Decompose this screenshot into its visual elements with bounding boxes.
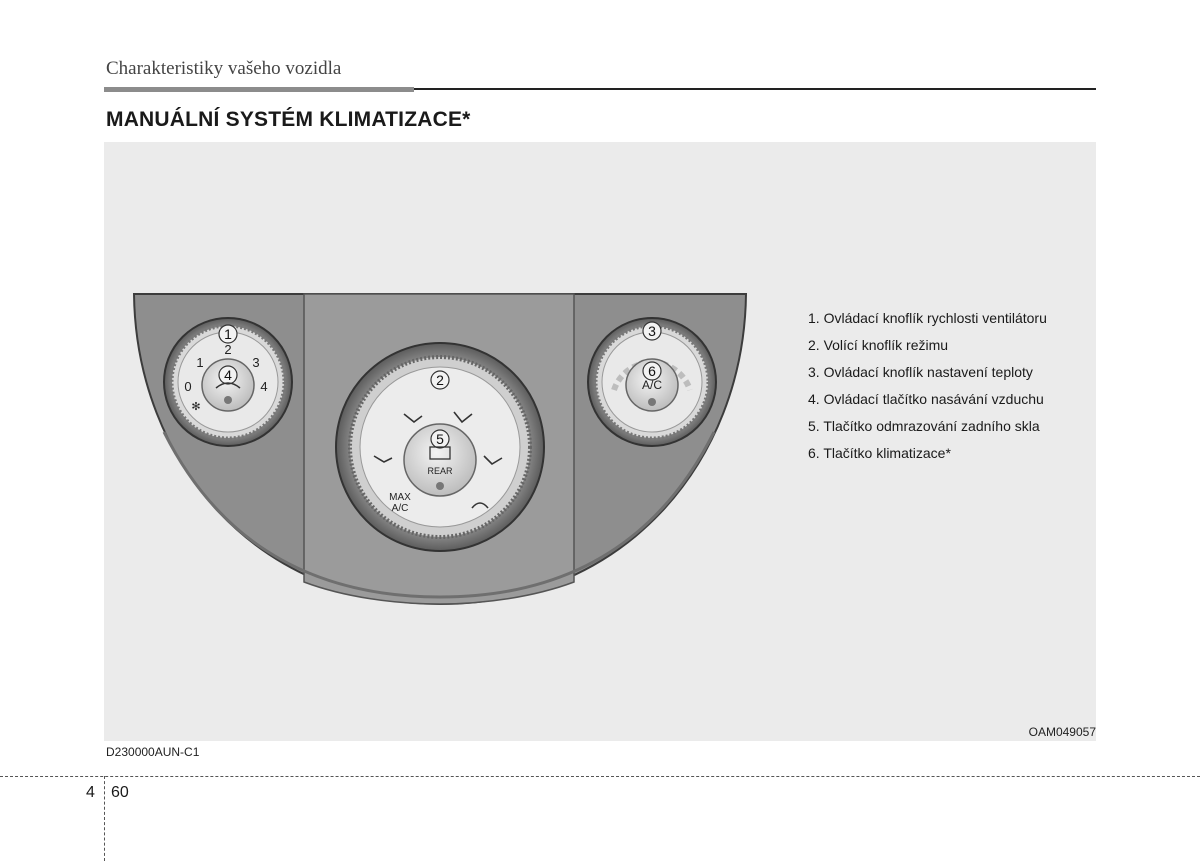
climate-panel-illustration: 0 1 2 3 4 ✻ 1 4 REAR MAX A/C [132, 293, 748, 606]
windshield-defrost-icon [471, 502, 489, 509]
fan-label-3: 3 [252, 355, 259, 370]
fan-label-2: 2 [224, 342, 231, 357]
legend-item: 4. Ovládací tlačítko nasávání vzduchu [808, 391, 1044, 407]
header-rule-bar [104, 87, 414, 92]
document-code: D230000AUN-C1 [106, 745, 200, 759]
legend-item: 3. Ovládací knoflík nastavení teploty [808, 364, 1033, 380]
callout-5: 5 [436, 431, 444, 447]
fan-label-1: 1 [196, 355, 203, 370]
section-title: Charakteristiky vašeho vozidla [106, 58, 342, 79]
callout-6: 6 [648, 363, 656, 379]
fan-speed-knob: 0 1 2 3 4 ✻ [163, 317, 293, 447]
header-rule-line [414, 88, 1096, 90]
callout-1: 1 [224, 326, 232, 342]
recirculation-icon [215, 382, 241, 389]
callout-3: 3 [648, 323, 656, 339]
mode-selector-knob: REAR MAX A/C [335, 342, 545, 552]
fan-icon: ✻ [191, 401, 200, 413]
rear-defrost-icon [429, 446, 451, 460]
max-label: MAX [389, 492, 411, 503]
callout-4: 4 [224, 367, 232, 383]
temperature-knob: A/C [587, 317, 717, 447]
fan-label-4: 4 [260, 379, 267, 394]
footer-vertical-divider [104, 776, 105, 861]
legend-item: 2. Volící knoflík režimu [808, 337, 949, 353]
vent-face-icon [403, 413, 423, 424]
ac-button-label: A/C [642, 378, 662, 392]
max-ac-label: A/C [392, 503, 409, 514]
fan-label-0: 0 [184, 379, 191, 394]
figure-code: OAM049057 [1028, 725, 1096, 739]
rear-label: REAR [427, 466, 453, 476]
figure-legend: 1. Ovládací knoflík rychlosti ventilátor… [808, 305, 1047, 467]
chapter-number: 4 [86, 784, 95, 801]
footer-divider [0, 776, 1200, 777]
callout-2: 2 [436, 372, 444, 388]
climate-control-figure: 0 1 2 3 4 ✻ 1 4 REAR MAX A/C [104, 142, 1096, 741]
legend-item: 1. Ovládací knoflík rychlosti ventilátor… [808, 310, 1047, 326]
vent-feet-defrost-icon [483, 455, 503, 466]
legend-item: 6. Tlačítko klimatizace* [808, 445, 951, 461]
page-heading: MANUÁLNÍ SYSTÉM KLIMATIZACE* [106, 108, 471, 131]
page-number: 60 [111, 784, 129, 801]
vent-feet-icon [373, 455, 393, 463]
temperature-scale [611, 359, 693, 392]
legend-item: 5. Tlačítko odmrazování zadního skla [808, 418, 1040, 434]
vent-face-feet-icon [453, 411, 473, 424]
